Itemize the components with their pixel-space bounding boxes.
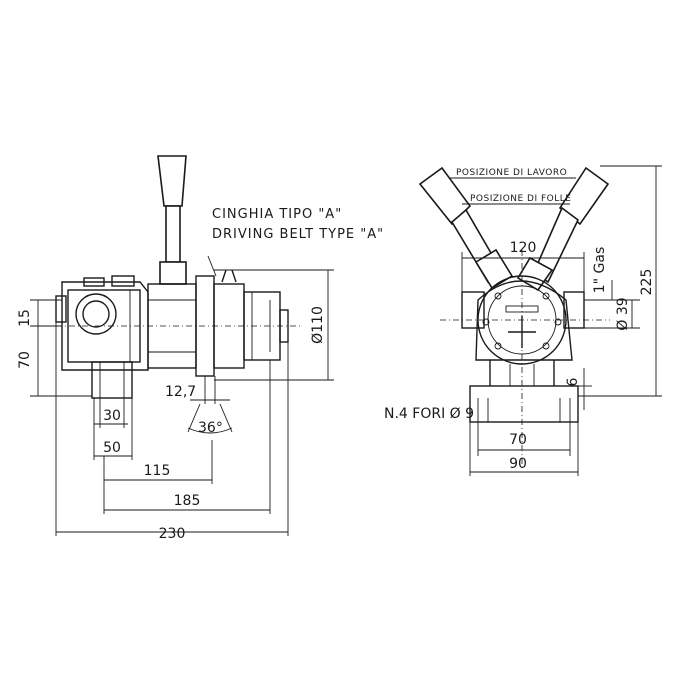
dim-70-label: 70 — [17, 351, 33, 369]
dim-225: 225 — [578, 165, 662, 397]
lever-handle — [157, 155, 187, 285]
belt-v-angle: 12,7 36° — [165, 376, 233, 436]
dim-bottom: 30 50 115 185 230 — [55, 322, 289, 542]
dim-dia39-label: Ø 39 — [615, 297, 631, 330]
dim-15-label: 15 — [17, 309, 33, 327]
dim-front-70-label: 70 — [509, 432, 527, 448]
dim-front-bottom: 70 90 — [469, 422, 579, 476]
pos-work-label: POSIZIONE DI LAVORO — [456, 168, 567, 178]
dim-185-label: 185 — [174, 493, 201, 509]
side-view: 15 70 30 50 115 185 — [17, 155, 384, 542]
dim-6: 6 — [565, 368, 592, 410]
dim-6-label: 6 — [565, 377, 581, 386]
dim-gas-label: 1" Gas — [592, 247, 608, 294]
pump-front-body — [461, 275, 585, 423]
front-view: POSIZIONE DI LAVORO POSIZIONE DI FOLLE 1… — [384, 165, 662, 476]
belt-label: CINGHIA TIPO "A" DRIVING BELT TYPE "A" — [207, 207, 384, 277]
belt-label-en: DRIVING BELT TYPE "A" — [212, 227, 384, 242]
dim-120: 120 — [461, 240, 585, 292]
dim-230-label: 230 — [159, 526, 186, 542]
holes-note: N.4 FORI Ø 9 — [384, 406, 534, 423]
pos-rest-label: POSIZIONE DI FOLLE — [470, 194, 571, 204]
holes-label: N.4 FORI Ø 9 — [384, 406, 474, 422]
dim-225-label: 225 — [639, 269, 655, 296]
lever-work — [418, 166, 514, 290]
dim-30-label: 30 — [103, 408, 121, 424]
dim-front-90-label: 90 — [509, 456, 527, 472]
dim-dia110: Ø110 — [214, 269, 334, 381]
dim-gas-dia39: 1" Gas Ø 39 — [584, 247, 640, 331]
pump-body — [55, 275, 149, 399]
dim-12-7-label: 12,7 — [165, 384, 196, 400]
dim-120-label: 120 — [510, 240, 537, 256]
pulley — [213, 269, 289, 369]
dim-left: 15 70 — [17, 299, 92, 397]
belt-label-it: CINGHIA TIPO "A" — [212, 207, 342, 222]
position-labels: POSIZIONE DI LAVORO POSIZIONE DI FOLLE — [450, 168, 576, 205]
dim-115-label: 115 — [144, 463, 171, 479]
dim-dia110-label: Ø110 — [310, 306, 326, 344]
dim-36deg-label: 36° — [198, 420, 223, 436]
dim-50-label: 50 — [103, 440, 121, 456]
